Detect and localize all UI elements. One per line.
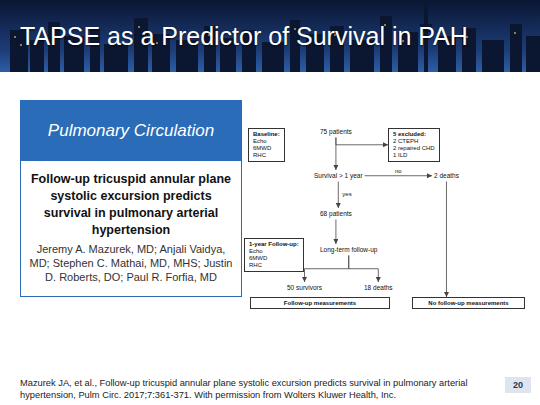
info-box: 5 excluded:2 CTEPH2 repaired CHD1 ILD xyxy=(388,128,440,162)
node-text: RHC xyxy=(249,262,299,269)
outcome-box: No follow-up measurements xyxy=(412,297,525,309)
flow-arrow xyxy=(335,219,336,244)
node-text: Long-term follow-up xyxy=(320,246,377,253)
outcome-box: Follow-up measurements xyxy=(250,297,390,309)
journal-header: Pulmonary Circulation xyxy=(21,101,241,161)
node-text: 6MWD xyxy=(253,145,280,152)
journal-panel: Pulmonary CirculationFollow-up tricuspid… xyxy=(20,100,242,297)
node-text: 2 deaths xyxy=(434,172,459,179)
flow-arrow xyxy=(349,255,379,282)
info-box: 1-year Follow-up:Echo6MWDRHC xyxy=(244,238,304,272)
flow-arrow xyxy=(365,175,432,176)
flow-step: Survival > 1 year xyxy=(312,170,365,181)
page-number: 20 xyxy=(505,377,531,393)
node-text: Baseline: xyxy=(253,131,280,138)
node-text: 5 excluded: xyxy=(393,131,435,138)
edge-label: no xyxy=(394,168,403,175)
node-text: Echo xyxy=(253,138,280,145)
node-text: 18 deaths xyxy=(364,284,393,291)
node-text: RHC xyxy=(253,152,280,159)
node-text: 2 repaired CHD xyxy=(393,145,435,152)
flow-step: 18 deaths xyxy=(362,282,395,293)
flow-arrow xyxy=(446,181,447,297)
flow-step: 50 survivors xyxy=(285,282,324,293)
flow-arrow xyxy=(336,137,388,144)
edge-label: yes xyxy=(341,191,352,198)
author-list: Jeremy A. Mazurek, MD; Anjali Vaidya, MD… xyxy=(29,242,233,285)
node-text: Survival > 1 year xyxy=(314,172,363,179)
slide-title: TAPSE as a Predictor of Survival in PAH xyxy=(20,22,468,51)
journal-name: Pulmonary Circulation xyxy=(27,121,235,141)
info-box: Baseline:Echo6MWDRHC xyxy=(248,128,285,162)
flow-step: 75 patients xyxy=(318,126,354,137)
citation-caption: Mazurek JA, et al., Follow-up tricuspid … xyxy=(20,377,490,401)
flow-step: Long-term follow-up xyxy=(318,244,379,255)
node-text: 6MWD xyxy=(249,255,299,262)
article-title: Follow-up tricuspid annular plane systol… xyxy=(29,171,233,239)
flow-arrow xyxy=(338,181,339,208)
node-text: 2 CTEPH xyxy=(393,138,435,145)
flow-arrow xyxy=(305,255,349,282)
node-text: 1 ILD xyxy=(393,152,435,159)
node-text: 68 patients xyxy=(320,210,352,217)
node-text: 50 survivors xyxy=(287,284,322,291)
node-text: Follow-up measurements xyxy=(253,300,387,306)
node-text: 1-year Follow-up: xyxy=(249,241,299,248)
node-text: Echo xyxy=(249,248,299,255)
node-text: No follow-up measurements xyxy=(415,300,522,306)
node-text: 75 patients xyxy=(320,128,352,135)
flow-step: 68 patients xyxy=(318,208,354,219)
flow-step: 2 deaths xyxy=(432,170,461,181)
panel-body: Follow-up tricuspid annular plane systol… xyxy=(21,161,241,296)
